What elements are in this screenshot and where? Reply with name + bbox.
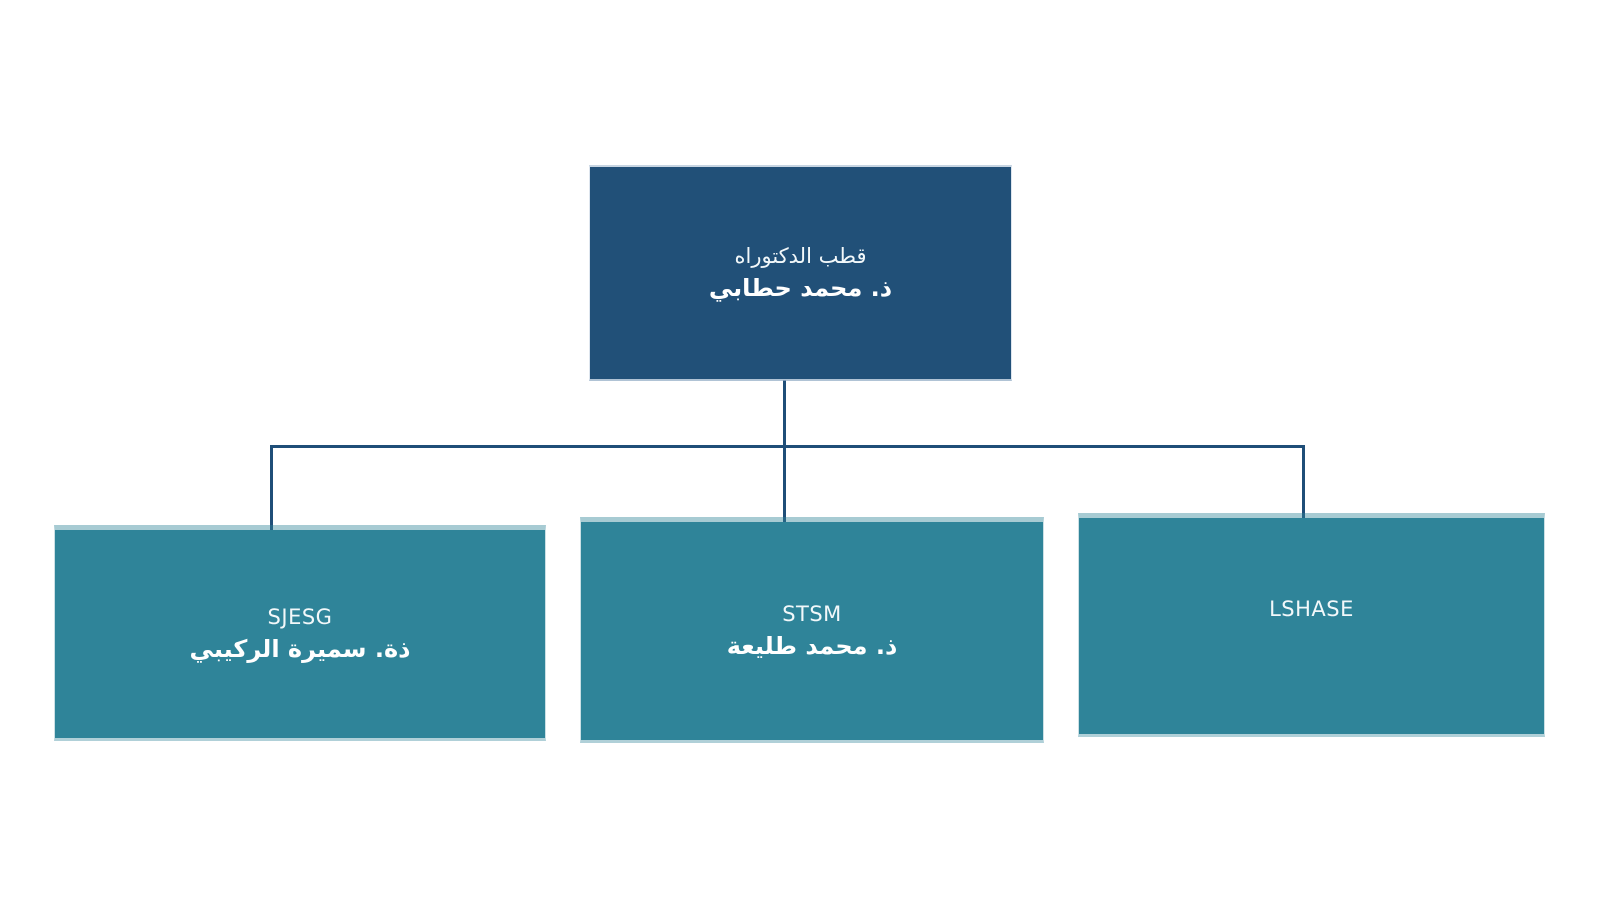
- org-node-name: ذة. سميرة الركيبي: [189, 635, 411, 663]
- org-node-sjesg: SJESG ذة. سميرة الركيبي: [54, 525, 546, 741]
- org-node-title: STSM: [782, 602, 842, 626]
- connector-drop-left: [270, 445, 273, 532]
- org-node-title: SJESG: [267, 605, 333, 629]
- connector-stem: [783, 380, 786, 447]
- connector-horizontal: [270, 445, 1305, 448]
- connector-drop-right: [1302, 445, 1305, 520]
- org-node-title: LSHASE: [1269, 597, 1354, 621]
- org-node-lshase: LSHASE: [1078, 513, 1545, 737]
- org-node-doctorate-pole: قطب الدكتوراه ذ. محمد حطابي: [589, 165, 1012, 381]
- connector-drop-middle: [783, 445, 786, 524]
- org-node-title: قطب الدكتوراه: [734, 244, 867, 268]
- org-node-name: ذ. محمد حطابي: [708, 274, 893, 302]
- org-node-name: ذ. محمد طليعة: [726, 632, 898, 660]
- org-node-stsm: STSM ذ. محمد طليعة: [580, 517, 1044, 743]
